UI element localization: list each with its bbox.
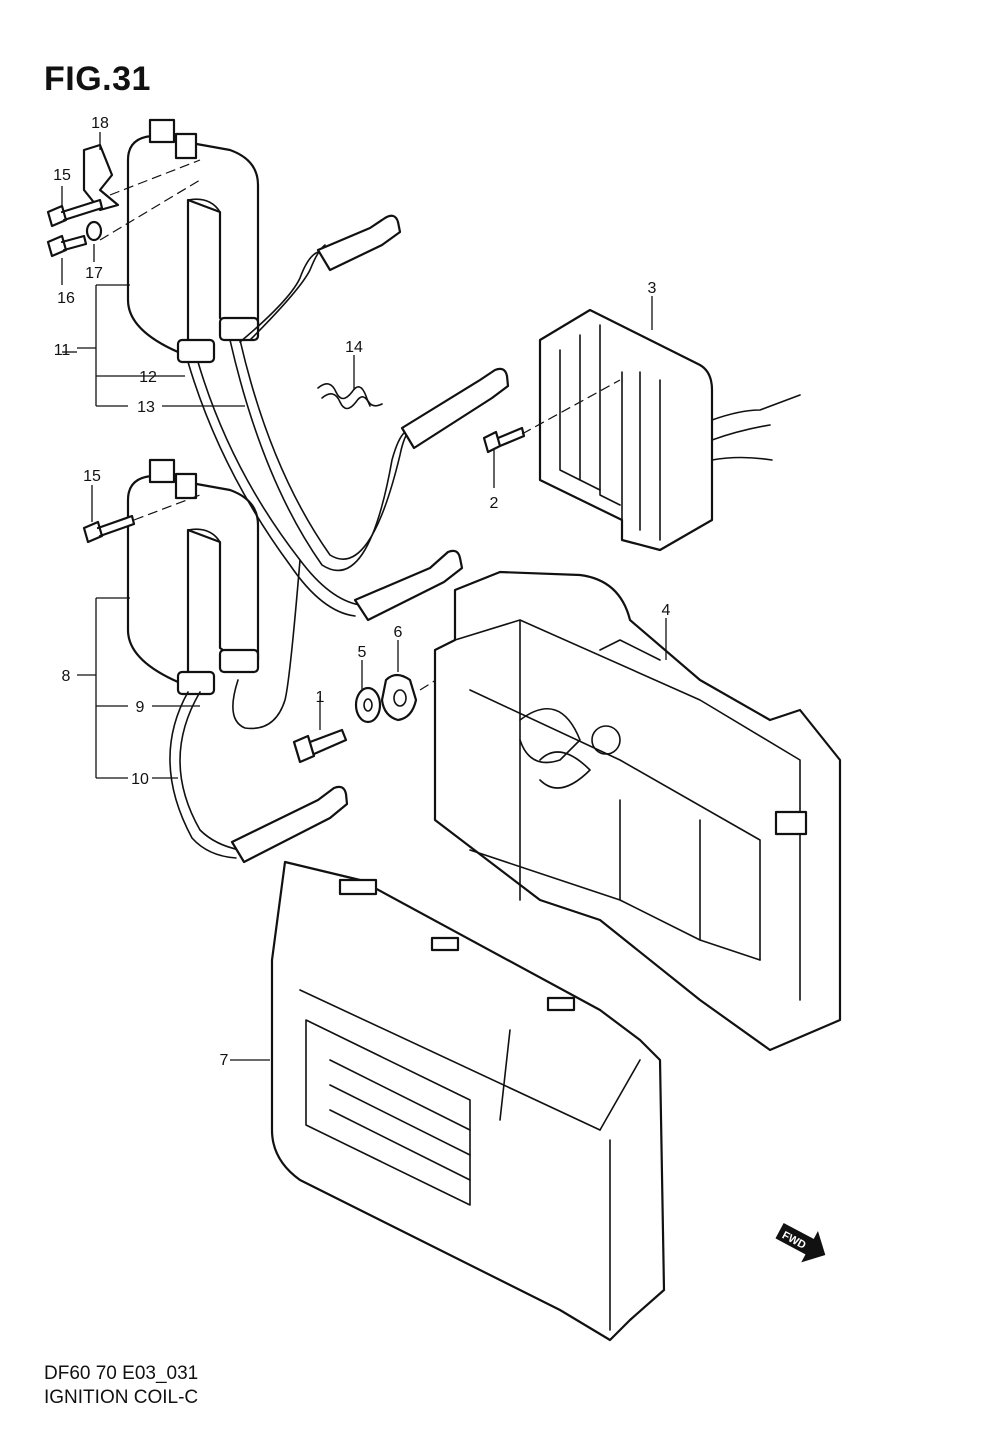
callout-1: 1 [316,689,325,706]
bolt-icon [82,514,136,544]
spark-plug-cap-icon [400,367,510,450]
callout-15-upper: 15 [53,167,71,184]
callout-5: 5 [358,644,367,661]
upper-coil-connector-icon [148,118,176,144]
lower-ignition-coil [126,458,260,696]
spark-plug-caps [230,214,510,864]
electrical-bracket-box [433,570,842,1052]
callout-11: 11 [54,342,71,359]
grommet-icon [380,673,418,722]
rectifier-regulator [482,308,801,552]
callout-3: 3 [648,280,657,297]
cover [270,860,666,1342]
callout-15-lower: 15 [83,468,101,485]
figure-code: DF60 70 E03_031 [44,1363,199,1384]
callout-numbers: 1 2 3 4 5 6 7 8 9 10 11 12 13 14 15 15 1… [53,115,670,1069]
bolt-icon [292,728,348,764]
callout-14: 14 [345,339,363,356]
lower-coil-connector-icon [148,458,176,484]
fwd-label: FWD [780,1229,808,1251]
fwd-arrow-icon: FWD [775,1222,826,1263]
leader-lines [61,132,667,1061]
callout-17: 17 [85,265,103,282]
bolt-icon [46,234,88,258]
bracket-icon [82,143,120,212]
callout-16: 16 [57,290,75,307]
upper-ignition-coil [126,118,260,364]
callout-4: 4 [662,602,671,619]
callout-6: 6 [394,624,403,641]
spark-plug-cap-icon [230,785,349,864]
callout-18: 18 [91,115,109,132]
figure-title: FIG.31 [44,60,151,98]
callout-8: 8 [62,668,71,685]
spark-plug-cap-icon [316,214,402,272]
callout-10: 10 [131,771,149,788]
callout-2: 2 [490,495,499,512]
screw-icon [482,426,526,454]
callout-13: 13 [137,399,155,416]
washer-icon [354,686,382,724]
washer-icon [85,220,103,242]
callout-7: 7 [220,1052,229,1069]
callout-9: 9 [136,699,145,716]
spark-plug-cap-icon [353,549,464,622]
callout-12: 12 [139,369,157,386]
figure-name: IGNITION COIL-C [44,1387,199,1408]
high-tension-cables [169,244,416,859]
